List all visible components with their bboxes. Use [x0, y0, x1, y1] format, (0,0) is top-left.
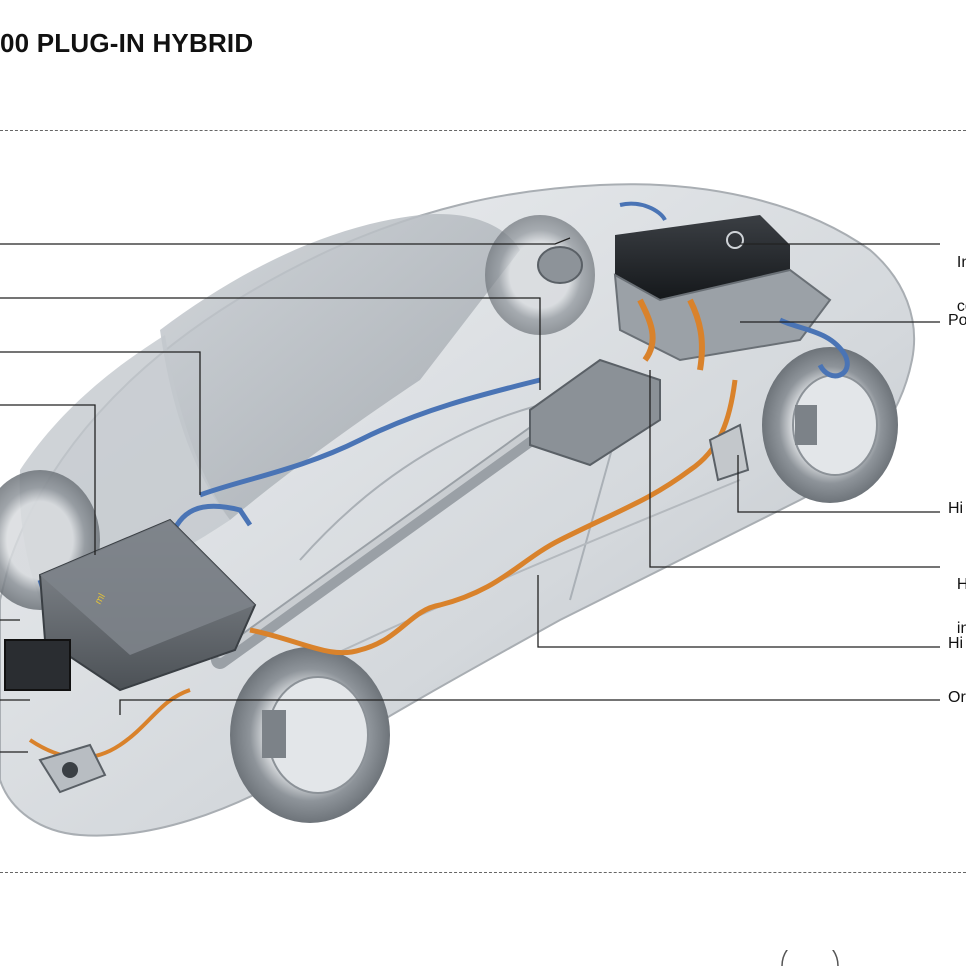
label-intercooler-line2: co [956, 298, 966, 315]
label-hybrid-module-line2: inc [956, 620, 966, 637]
bottom-divider [0, 872, 966, 873]
transmission [529, 358, 661, 467]
coolant-line-top [619, 201, 667, 222]
label-hybrid-module-line1: Hy [956, 576, 966, 593]
roof-glass [160, 214, 520, 520]
coolant-line-front [778, 317, 850, 379]
brand-logo-icon [781, 950, 839, 966]
rear-right-wheel [230, 647, 390, 823]
hv-cable-main [249, 379, 738, 656]
label-hv-cable: Hi [948, 635, 964, 652]
callout-lines [0, 237, 940, 753]
label-power-electronics: Po [948, 312, 966, 329]
front-left-wheel [485, 215, 595, 335]
coolant-line-main [199, 377, 541, 498]
page-title: 00 PLUG-IN HYBRID [0, 28, 254, 58]
hv-cable-rear [28, 688, 191, 760]
hv-cable-engine-2 [687, 298, 705, 371]
engine-block [613, 268, 832, 362]
label-intercooler: Int co [948, 230, 966, 318]
label-onboard-charger: Or [948, 689, 966, 706]
charging-socket [62, 762, 78, 778]
battery-marking: ml [93, 592, 108, 607]
top-divider [0, 130, 966, 131]
prop-shaft-highlight [217, 422, 543, 658]
engine-logo [726, 231, 744, 249]
label-intercooler-line1: Int [956, 254, 966, 271]
label-hv-component: Hi [948, 500, 964, 517]
prop-shaft [211, 421, 549, 669]
engine-cover [615, 215, 790, 300]
front-right-wheel [762, 347, 898, 503]
label-hybrid-module: Hy inc [948, 552, 966, 640]
turbocharger [537, 246, 583, 284]
hv-battery-top [40, 520, 255, 655]
low-voltage-battery [4, 639, 71, 691]
hv-cable-engine [637, 298, 656, 362]
